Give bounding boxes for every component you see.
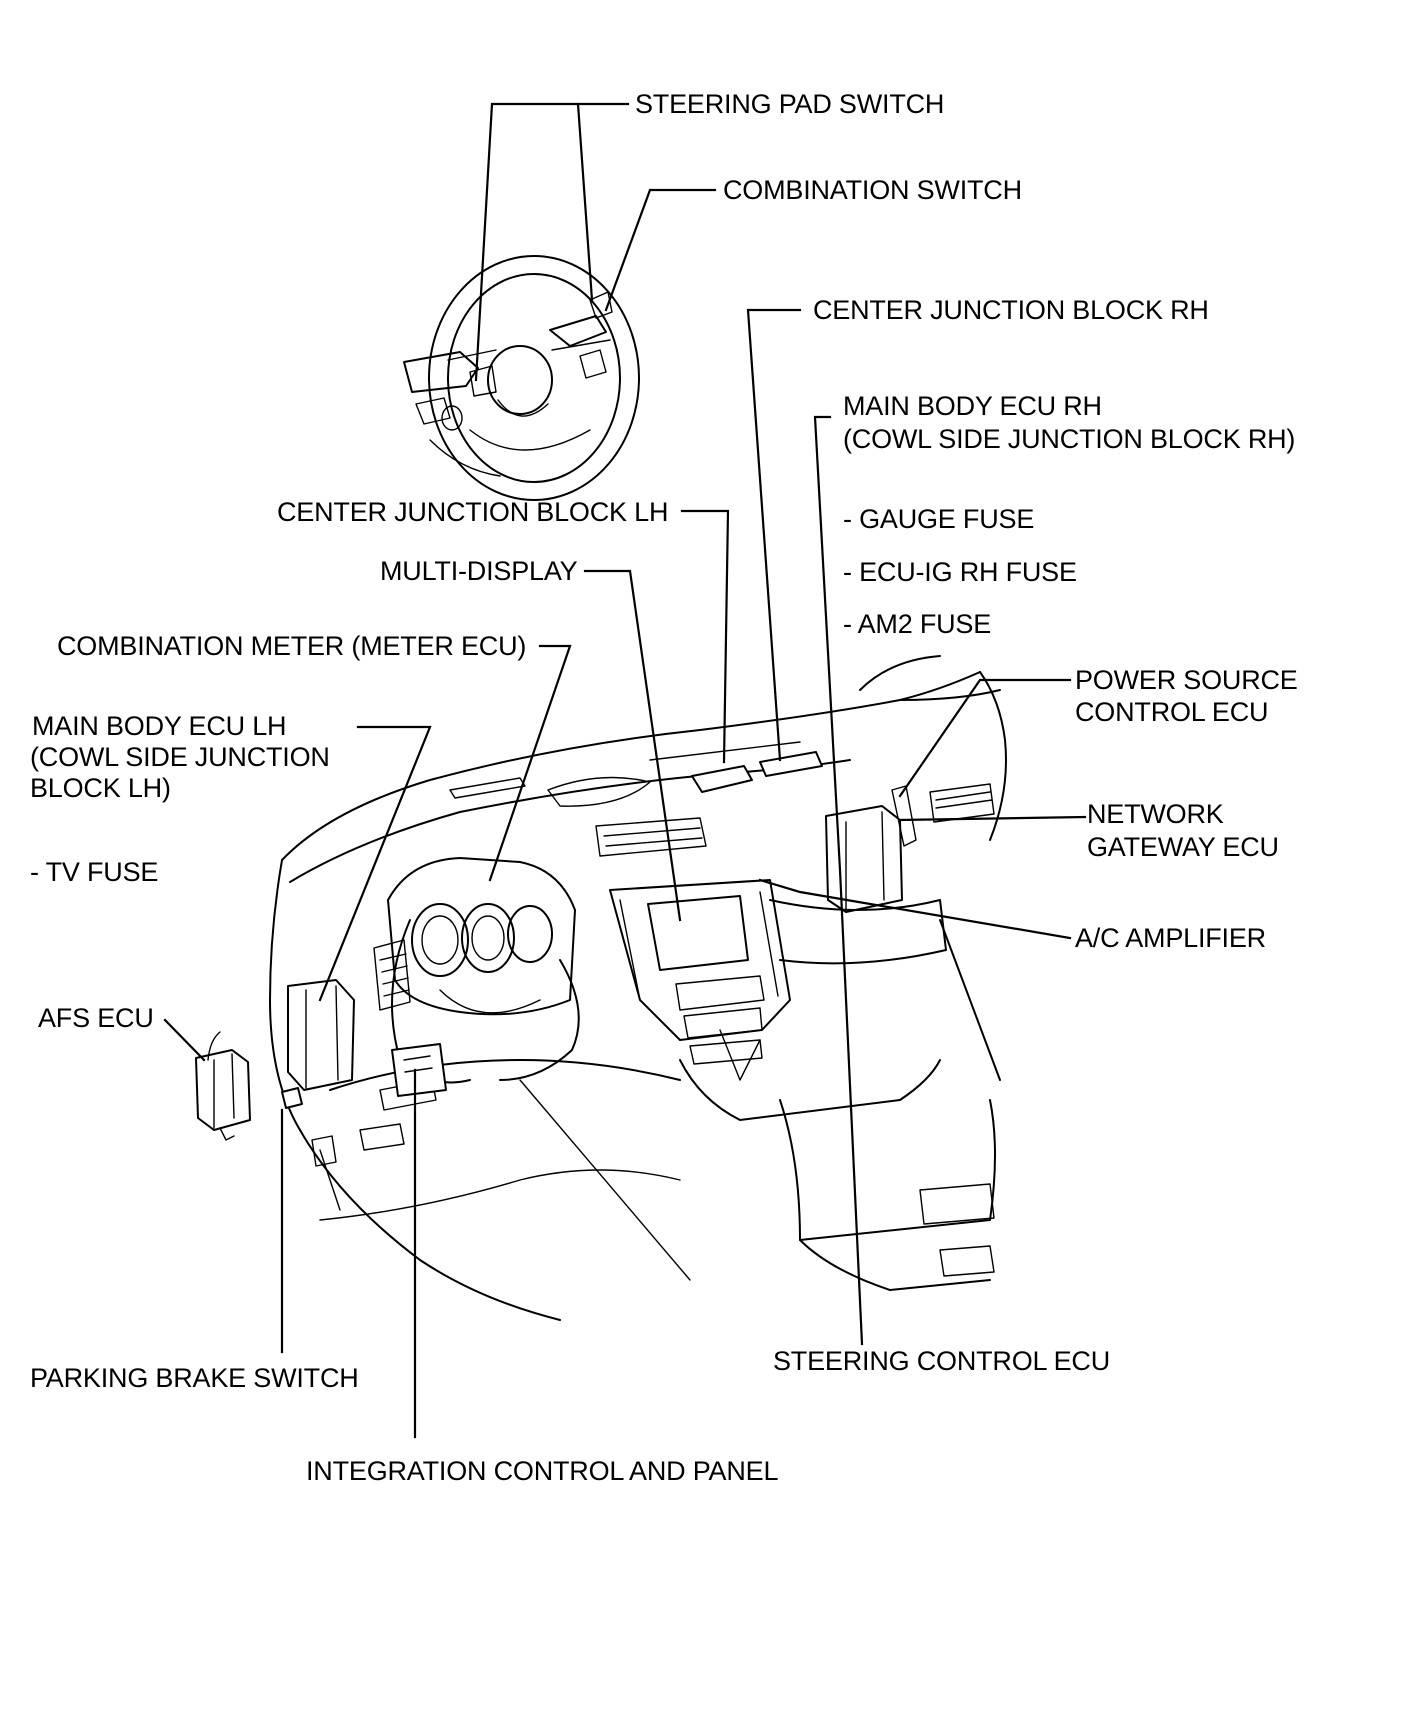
label-main-body-ecu-rh-line2: (COWL SIDE JUNCTION BLOCK RH)	[843, 424, 1296, 454]
leader-lines	[163, 102, 1087, 1439]
label-ac-amplifier: A/C AMPLIFIER	[1075, 923, 1266, 953]
label-gauge-fuse: - GAUGE FUSE	[843, 504, 1035, 534]
label-power-source-line1: POWER SOURCE	[1075, 665, 1298, 695]
label-combination-switch: COMBINATION SWITCH	[723, 175, 1022, 205]
label-main-body-ecu-rh-line1: MAIN BODY ECU RH	[843, 391, 1102, 421]
dashboard-drawing	[195, 655, 1007, 1321]
label-integration-control: INTEGRATION CONTROL AND PANEL	[306, 1456, 779, 1486]
label-multi-display: MULTI-DISPLAY	[380, 556, 578, 586]
label-main-body-ecu-lh-line2: (COWL SIDE JUNCTION	[30, 742, 330, 772]
label-combination-meter: COMBINATION METER (METER ECU)	[57, 631, 527, 661]
label-main-body-ecu-lh-line3: BLOCK LH)	[30, 773, 171, 803]
steering-wheel-drawing	[403, 255, 640, 501]
label-afs-ecu: AFS ECU	[38, 1003, 154, 1033]
label-main-body-ecu-lh-line1: MAIN BODY ECU LH	[32, 711, 287, 741]
label-ecu-ig-rh-fuse: - ECU-IG RH FUSE	[843, 557, 1077, 587]
label-network-line2: GATEWAY ECU	[1087, 832, 1279, 862]
label-parking-brake-switch: PARKING BRAKE SWITCH	[30, 1363, 359, 1393]
label-center-junction-block-rh: CENTER JUNCTION BLOCK RH	[813, 295, 1209, 325]
label-tv-fuse: - TV FUSE	[30, 857, 159, 887]
label-network-line1: NETWORK	[1087, 799, 1224, 829]
label-am2-fuse: - AM2 FUSE	[843, 609, 992, 639]
label-steering-control-ecu: STEERING CONTROL ECU	[773, 1346, 1111, 1376]
label-steering-pad-switch: STEERING PAD SWITCH	[635, 89, 945, 119]
label-power-source-line2: CONTROL ECU	[1075, 697, 1269, 727]
label-center-junction-block-lh: CENTER JUNCTION BLOCK LH	[277, 497, 669, 527]
